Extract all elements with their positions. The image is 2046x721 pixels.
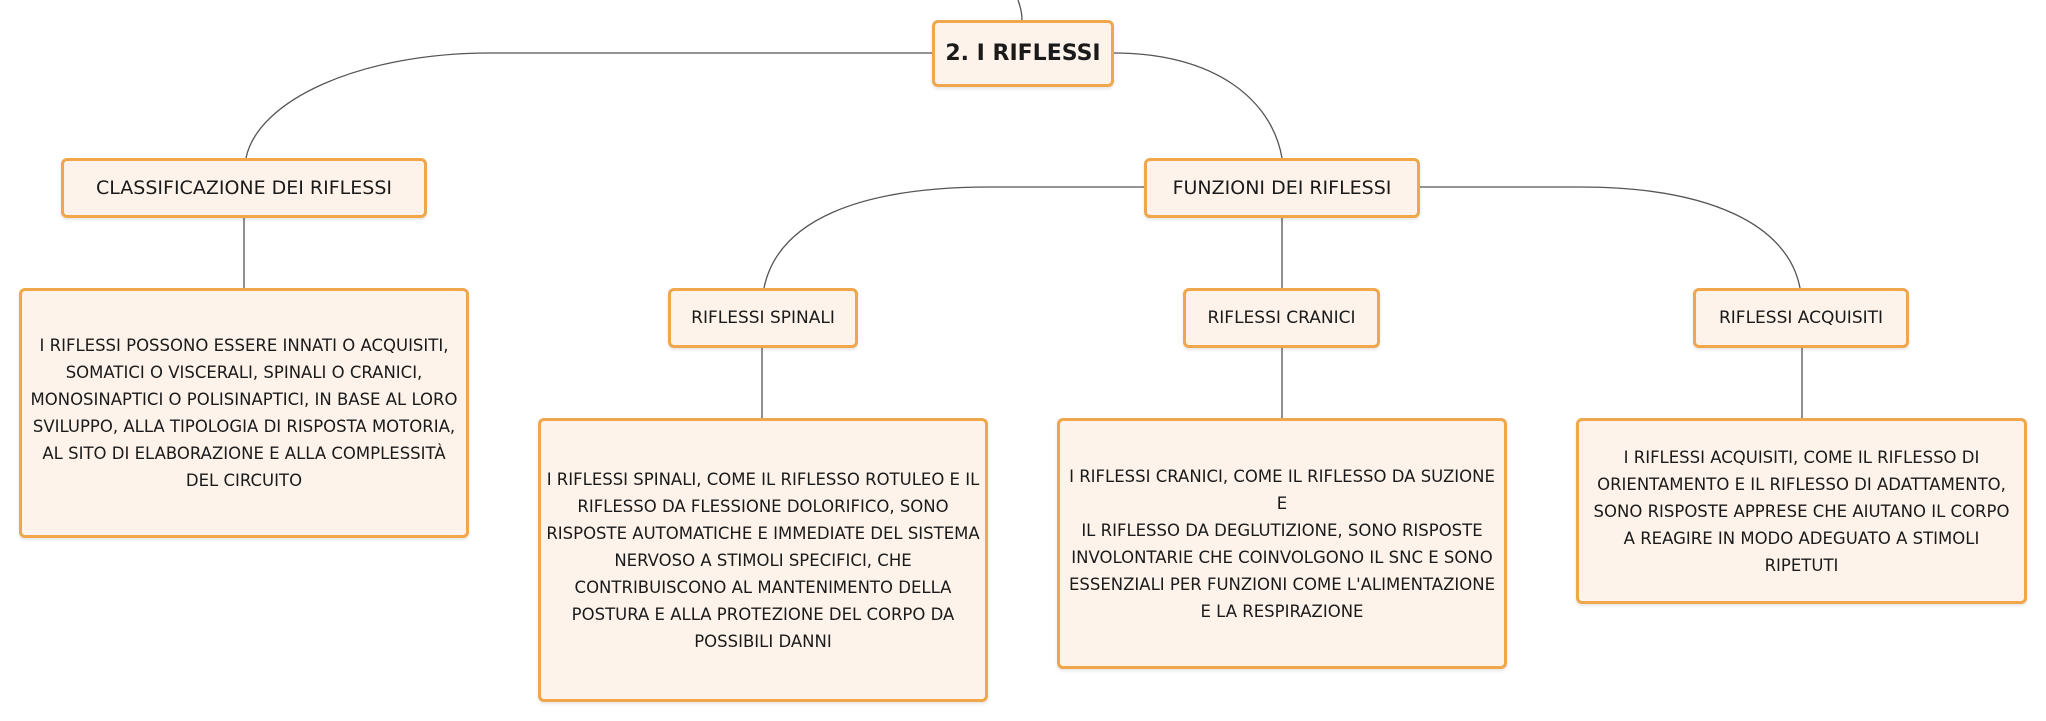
description-line: SONO RISPOSTE APPRESE CHE AIUTANO IL COR… <box>1593 501 2010 521</box>
acquisiti-description-text: I RIFLESSI ACQUISITI, COME IL RIFLESSO D… <box>1594 444 2010 579</box>
connector-root-funzioni <box>1113 52 1283 159</box>
description-line: SOMATICI O VISCERALI, SPINALI O CRANICI, <box>65 363 423 382</box>
description-line: IL RIFLESSO DA DEGLUTIZIONE, SONO RISPOS… <box>1081 520 1483 540</box>
funzioni-node[interactable]: FUNZIONI DEI RIFLESSI <box>1144 158 1420 218</box>
description-line: E LA RESPIRAZIONE <box>1200 601 1364 621</box>
description-line: RIFLESSO DA FLESSIONE DOLORIFICO, SONO <box>577 496 949 516</box>
spinali-node-label: RIFLESSI SPINALI <box>691 308 835 328</box>
acquisiti-description-node[interactable]: I RIFLESSI ACQUISITI, COME IL RIFLESSO D… <box>1576 418 2027 604</box>
acquisiti-node-label: RIFLESSI ACQUISITI <box>1718 308 1884 328</box>
cranici-node[interactable]: RIFLESSI CRANICI <box>1183 288 1380 348</box>
description-line: SVILUPPO, ALLA TIPOLOGIA DI RISPOSTA MOT… <box>32 417 456 436</box>
classificazione-description-node[interactable]: I RIFLESSI POSSONO ESSERE INNATI O ACQUI… <box>19 288 469 538</box>
description-line: NERVOSO A STIMOLI SPECIFICI, CHE <box>614 550 912 570</box>
description-line: INVOLONTARIE CHE COINVOLGONO IL SNC E SO… <box>1071 547 1493 567</box>
description-line: POSSIBILI DANNI <box>694 631 832 651</box>
description-line: MONOSINAPTICI O POLISINAPTICI, IN BASE A… <box>30 390 458 409</box>
cranici-description-node[interactable]: I RIFLESSI CRANICI, COME IL RIFLESSO DA … <box>1057 418 1507 669</box>
connector-root-parent <box>1017 0 1023 21</box>
description-line: DEL CIRCUITO <box>185 471 303 490</box>
root-node[interactable]: 2. I RIFLESSI <box>932 20 1114 87</box>
classificazione-description-text: I RIFLESSI POSSONO ESSERE INNATI O ACQUI… <box>31 332 458 494</box>
description-line: I RIFLESSI CRANICI, COME IL RIFLESSO DA … <box>1069 466 1495 513</box>
description-line: CONTRIBUISCONO AL MANTENIMENTO DELLA <box>574 577 952 597</box>
connector-funzioni-acquisiti <box>1420 186 1801 289</box>
funzioni-node-label: FUNZIONI DEI RIFLESSI <box>1172 177 1392 199</box>
description-line: I RIFLESSI SPINALI, COME IL RIFLESSO ROT… <box>546 469 980 489</box>
description-line: AL SITO DI ELABORAZIONE E ALLA COMPLESSI… <box>42 444 446 463</box>
description-line: I RIFLESSI POSSONO ESSERE INNATI O ACQUI… <box>39 336 449 355</box>
description-line: RISPOSTE AUTOMATICHE E IMMEDIATE DEL SIS… <box>546 523 980 543</box>
spinali-description-text: I RIFLESSI SPINALI, COME IL RIFLESSO ROT… <box>546 466 979 655</box>
classificazione-node-label: CLASSIFICAZIONE DEI RIFLESSI <box>96 177 392 199</box>
spinali-description-node[interactable]: I RIFLESSI SPINALI, COME IL RIFLESSO ROT… <box>538 418 988 702</box>
connector-funzioni-spinali <box>763 186 1144 289</box>
description-line: I RIFLESSI ACQUISITI, COME IL RIFLESSO D… <box>1623 447 1980 467</box>
description-line: ORIENTAMENTO E IL RIFLESSO DI ADATTAMENT… <box>1597 474 2006 494</box>
root-node-label: 2. I RIFLESSI <box>945 41 1101 66</box>
acquisiti-node[interactable]: RIFLESSI ACQUISITI <box>1693 288 1909 348</box>
description-line: ESSENZIALI PER FUNZIONI COME L'ALIMENTAZ… <box>1068 574 1495 594</box>
cranici-node-label: RIFLESSI CRANICI <box>1207 308 1356 328</box>
description-line: RIPETUTI <box>1764 555 1839 575</box>
description-line: A REAGIRE IN MODO ADEGUATO A STIMOLI <box>1623 528 1980 548</box>
spinali-node[interactable]: RIFLESSI SPINALI <box>668 288 858 348</box>
connector-root-classificazione <box>245 52 932 159</box>
cranici-description-text: I RIFLESSI CRANICI, COME IL RIFLESSO DA … <box>1064 463 1500 625</box>
classificazione-node[interactable]: CLASSIFICAZIONE DEI RIFLESSI <box>61 158 427 218</box>
description-line: POSTURA E ALLA PROTEZIONE DEL CORPO DA <box>571 604 955 624</box>
